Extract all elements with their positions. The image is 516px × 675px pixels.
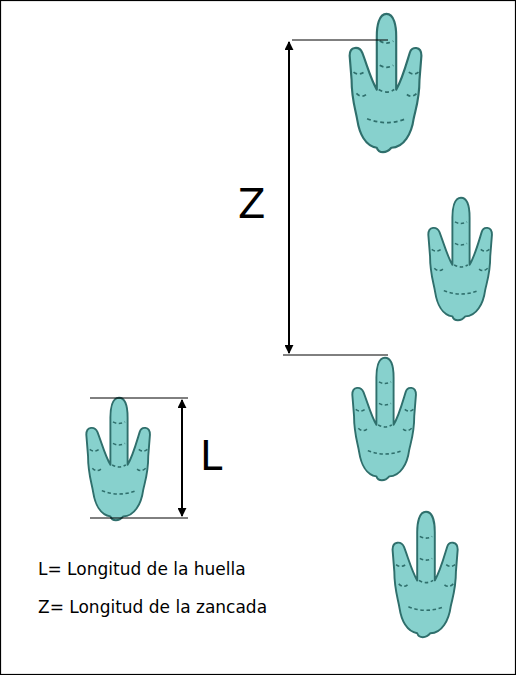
legend-note: Z= Longitud de la zancada	[38, 598, 267, 617]
legend-note: L= Longitud de la huella	[38, 560, 246, 579]
dimension-letter: Z	[238, 182, 265, 226]
dimension-letter: L	[200, 434, 222, 478]
